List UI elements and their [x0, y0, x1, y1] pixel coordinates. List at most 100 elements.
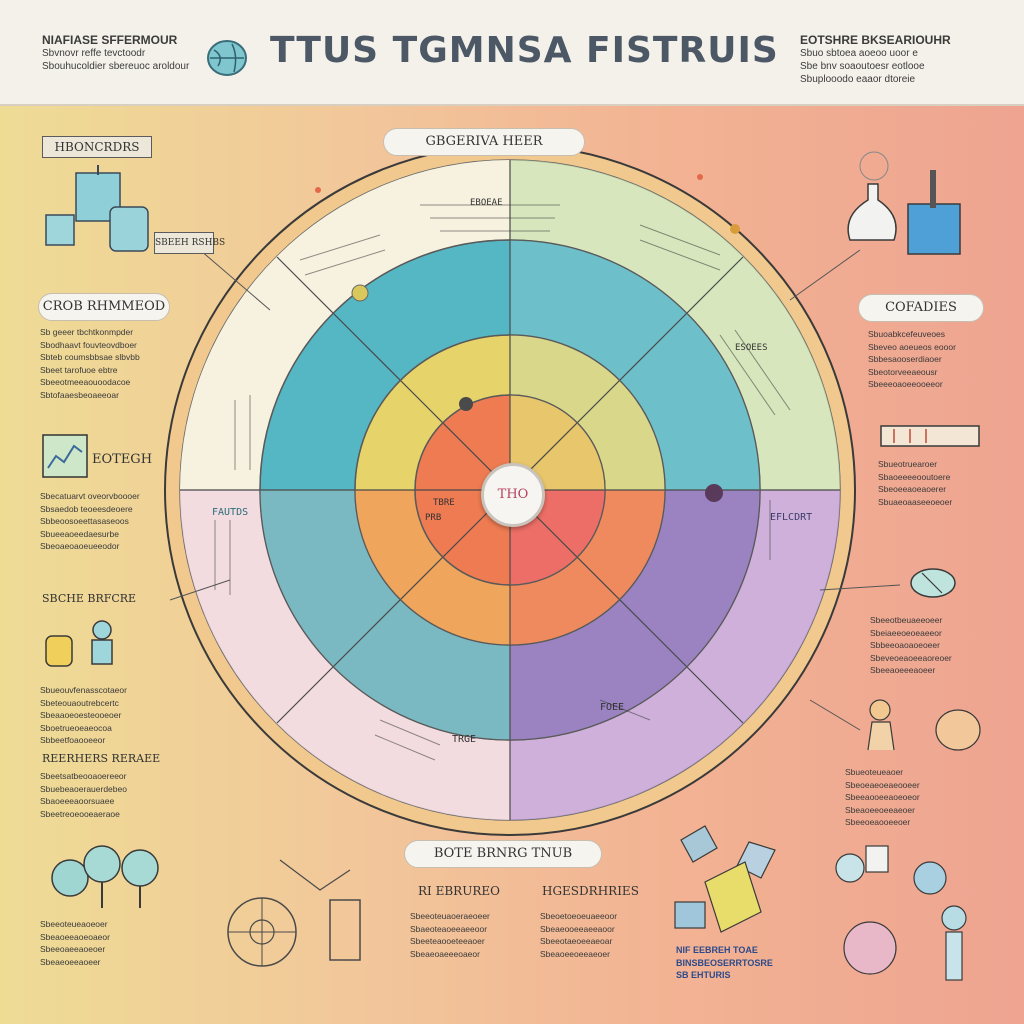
header-left-line: Sbouhucoldier sbereuoc aroldour — [42, 61, 190, 72]
left-paragraph-3: Sbueouvfenasscotaeor Sbeteouaoutrebcertc… — [40, 684, 175, 747]
text-line: Sbeoeeaoeaoerer — [878, 484, 947, 494]
text-line: Sbodhaavt fouvteovdboer — [40, 339, 137, 350]
text-line: BINSBEOSERRTOSRE — [676, 957, 773, 968]
right-pill: COFADIES — [858, 294, 984, 322]
header-right-line: Sbe bnv soaoutoesr eotlooe — [800, 61, 925, 72]
text-line: Sbuoabkcefeuveoes — [868, 329, 946, 339]
text-line: Sbeaoeeoeeaeoer — [540, 948, 610, 959]
outer-ring-label: EFLCDRT — [770, 512, 812, 523]
inner-ring-label: TBRE — [433, 498, 455, 508]
text-line: Sbeetreoeooeaeraoe — [40, 808, 120, 819]
outer-ring-label: TRGE — [452, 734, 476, 745]
marker-dot — [730, 224, 740, 234]
text-line: Sbeaoeeoeeaeoer — [845, 804, 915, 815]
flask-icon — [847, 151, 961, 255]
outer-ring-label: ESOEES — [735, 343, 768, 353]
right-paragraph-2: Sbueotruearoer Sbaoeeeeooutoere Sbeoeeao… — [878, 458, 988, 508]
marker-dot — [459, 397, 473, 411]
text-line: Sbbeeoaoaoeoeer — [870, 640, 940, 650]
text-line: Sbeeotbeuaeeoeer — [870, 615, 943, 625]
page-title: TTUS TGMNSA FISTRUIS — [270, 30, 779, 71]
text-line: Sbeotorveeaeousr — [868, 366, 938, 377]
text-line: Sbbeetfoaooeeor — [40, 735, 106, 745]
text-line: Sbsaedob teoeesdeoere — [40, 503, 133, 514]
text-line: Sbecatuarvt oveorvboooer — [40, 491, 140, 501]
outer-segment — [180, 490, 510, 820]
text-line: Sbuaeoaaseeoeoer — [878, 496, 953, 507]
bottom-right-caption: NIF EEBREH TOAE BINSBEOSERRTOSRE SB EHTU… — [676, 944, 806, 982]
text-line: Sbeoetoeoeuaeeoor — [540, 911, 618, 921]
left-paragraph-4: Sbeetsatbeooaoereeor Sbuebeaoerauerdebeo… — [40, 770, 175, 820]
magnifier-icon — [51, 845, 159, 908]
right-paragraph-3: Sbeeotbeuaeeoeer Sbeiaeeoeoeaeeor Sbbeeo… — [870, 614, 990, 677]
pill-capsule-icon — [45, 620, 113, 667]
text-line: Sbueotruearoer — [878, 459, 938, 469]
text-line: Sbaoeeeeooutoere — [878, 471, 951, 482]
wheel-center-badge: THO — [481, 463, 545, 527]
text-line: Sbuebeaoerauerdebeo — [40, 783, 127, 794]
left-pill: CROB RHMMEOD — [38, 293, 170, 321]
text-line: Sbueeaoeedaesurbe — [40, 528, 119, 539]
left-tag-label: SBEEH RSHBS — [154, 232, 225, 254]
text-line: Sbaoeeeaoorsuaee — [40, 796, 115, 806]
chart-thumbnail-icon — [42, 434, 88, 478]
pill-capsule-icon — [910, 568, 956, 598]
text-line: Sbeoaeoaoeueeodor — [40, 541, 120, 551]
text-line: Sboetrueoeaeocoa — [40, 722, 112, 733]
person-icon — [835, 845, 967, 981]
bottom-pill: BOTE BRNRG TNUB — [404, 840, 602, 868]
marker-dot — [351, 284, 369, 302]
left-box-label: HBONCRDRS — [42, 136, 152, 158]
text-line: Sbeeoeaooeeoer — [845, 817, 911, 827]
globe-icon — [207, 40, 247, 76]
text-line: Sbtofaaesbeoaeeoar — [40, 389, 119, 400]
text-line: Sbeeoteueaoeoer — [40, 919, 108, 929]
text-line: Sbteb coumsbbsae slbvbb — [40, 352, 140, 362]
outer-ring-label: FAUTDS — [212, 507, 248, 518]
text-line: Sbeaaoeoesteooeoer — [40, 710, 122, 720]
text-line: Sbeeotmeeaouoodacoe — [40, 377, 131, 387]
header-left-line: Sbvnovr reffe tevctoodr — [42, 48, 146, 59]
text-line: Sbeaoeeaoeoaeor — [40, 931, 110, 942]
marker-dot — [315, 187, 321, 193]
header-right-line: Sbuo sbtoea aoeoo uoor e — [800, 48, 918, 59]
text-line: Sbeveoeaoeeaoreoer — [870, 652, 952, 663]
left-paragraph-1: Sb geeer tbchtkonmpder Sbodhaavt fouvteo… — [40, 326, 170, 401]
bottom-col2-paragraph: Sbeoetoeoeuaeeoor Sbeaeooeeaeeaoor Sbeeo… — [540, 910, 650, 960]
text-line: Sbeeaooeeaoeoeor — [845, 792, 920, 802]
text-line: Sbeeoteuaoeraeoeer — [410, 911, 490, 921]
outer-ring-label: EBOEAE — [470, 198, 503, 208]
text-line: Sbaeoteaoeeaeeoor — [410, 923, 488, 934]
text-line: Sb geeer tbchtkonmpder — [40, 327, 134, 337]
text-line: Sbeeaoeeeaoeer — [870, 665, 936, 675]
header-left-block: NIAFIASE SFFERMOUR Sbvnovr reffe tevctoo… — [42, 34, 192, 73]
inner-ring-label: PRB — [425, 513, 441, 523]
text-line: Sbeteouaoutrebcertc — [40, 697, 119, 708]
outer-ring-label: FOEE — [600, 702, 624, 713]
header-left-heading: NIAFIASE SFFERMOUR — [42, 33, 178, 47]
text-line: Sbeeoaeeaoeoer — [40, 944, 106, 954]
text-line: Sbeaeoaeeeoaeor — [410, 948, 480, 959]
bottom-left-paragraph: Sbeeoteueaoeoer Sbeaoeeaoeoaeor Sbeeoaee… — [40, 918, 180, 968]
bottom-col1-heading: RI EBRUREO — [418, 884, 500, 898]
marker-dot — [705, 484, 723, 502]
diagram-top-pill: GBGERIVA HEER — [383, 128, 585, 156]
text-line: Sbeeteaooeteeaoer — [410, 936, 485, 946]
bottom-col2-heading: HGESDRHRIES — [542, 884, 639, 898]
text-line: Sbueoteueaoer — [845, 767, 904, 777]
bottom-col1-paragraph: Sbeeoteuaoeraeoeer Sbaeoteaoeeaeeoor Sbe… — [410, 910, 520, 960]
header-right-line: Sbuplooodo eaaor dtoreie — [800, 74, 916, 85]
lab-bottle-icon — [45, 165, 149, 252]
right-paragraph-1: Sbuoabkcefeuveoes Sbeveo aoeueos eooor S… — [868, 328, 988, 391]
text-line: Sbeaeoeeaoeer — [40, 956, 101, 967]
text-line: Sbeeotaeoeeaeoar — [540, 936, 613, 946]
left-chart-label: EOTEGH — [92, 452, 153, 467]
header-bar: NIAFIASE SFFERMOUR Sbvnovr reffe tevctoo… — [0, 0, 1024, 106]
gear-icon — [227, 859, 361, 967]
text-line: Sbeet tarofuoe ebtre — [40, 364, 118, 375]
header-right-block: EOTSHRE BKSEARIOUHR Sbuo sbtoea aoeoo uo… — [800, 34, 990, 86]
person-icon — [867, 699, 981, 751]
marker-dot — [697, 174, 703, 180]
text-line: Sbeeeoaoeeooeeor — [868, 379, 943, 389]
text-line: NIF EEBREH TOAE — [676, 945, 758, 955]
